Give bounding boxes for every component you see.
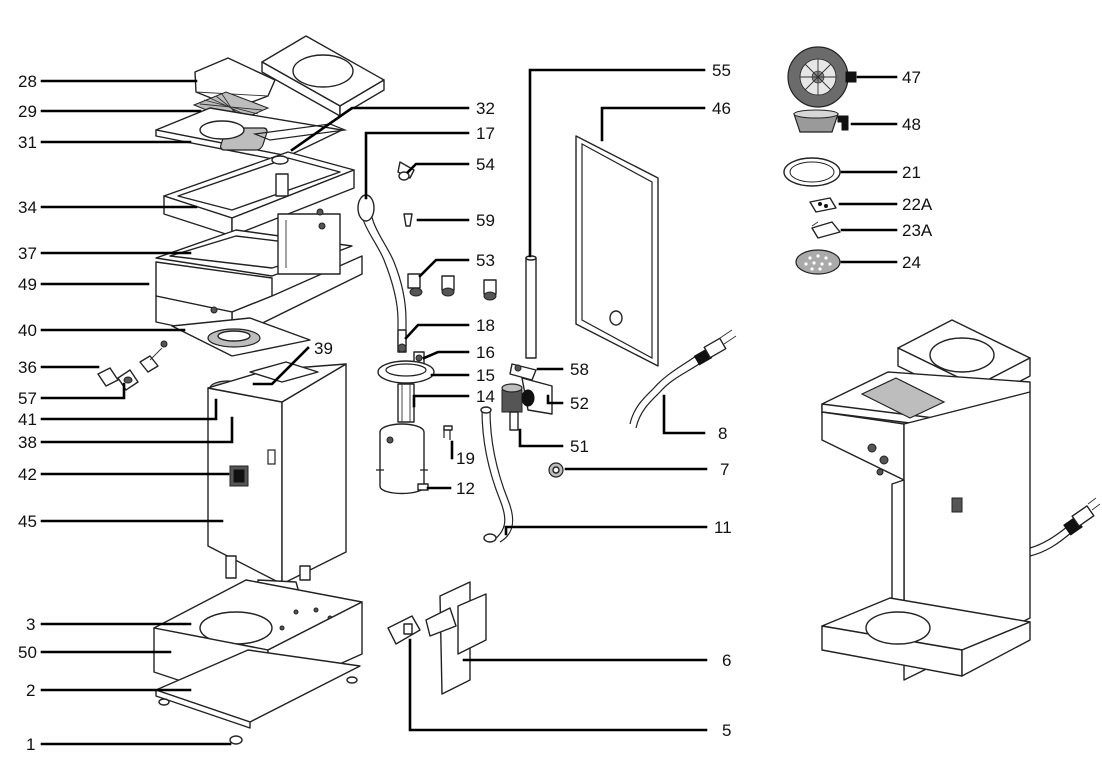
label-50: 50 bbox=[18, 643, 37, 662]
part-36-fitting bbox=[97, 340, 168, 387]
label-6: 6 bbox=[722, 651, 731, 670]
label-23A: 23A bbox=[902, 221, 933, 240]
part-8-power-cord bbox=[629, 329, 737, 429]
part-18-probe bbox=[397, 329, 407, 353]
part-42-switch bbox=[229, 465, 249, 487]
part-2-bottom-plate bbox=[155, 649, 361, 729]
part-5-bracket bbox=[387, 615, 421, 645]
label-28: 28 bbox=[18, 72, 37, 91]
label-41: 41 bbox=[18, 410, 37, 429]
part-17-tube bbox=[357, 194, 407, 346]
label-11: 11 bbox=[714, 518, 732, 537]
part-19-clip bbox=[443, 425, 453, 440]
part-57-fitting bbox=[117, 369, 139, 391]
label-34: 34 bbox=[18, 198, 37, 217]
label-17: 17 bbox=[476, 124, 495, 143]
part-45-cabinet bbox=[207, 363, 347, 585]
label-32: 32 bbox=[476, 99, 495, 118]
part-23A-sprayhead-part bbox=[811, 221, 841, 239]
warmer-top-plate bbox=[261, 35, 385, 117]
label-42: 42 bbox=[18, 465, 37, 484]
part-32-gasket bbox=[252, 123, 348, 141]
label-1: 1 bbox=[26, 735, 35, 754]
part-21-gasket-ring bbox=[783, 157, 841, 187]
part-51-valve bbox=[501, 383, 535, 431]
part-31-top-cover bbox=[155, 107, 343, 163]
part-15-tank-lid bbox=[377, 360, 435, 384]
label-12: 12 bbox=[456, 479, 475, 498]
part-12-tank bbox=[376, 423, 429, 495]
label-2: 2 bbox=[26, 681, 35, 700]
label-54: 54 bbox=[476, 155, 495, 174]
label-24: 24 bbox=[902, 253, 921, 272]
label-51: 51 bbox=[570, 437, 589, 456]
label-38: 38 bbox=[18, 433, 37, 452]
label-53: 53 bbox=[476, 251, 495, 270]
label-55: 55 bbox=[712, 61, 731, 80]
part-3-base-top bbox=[153, 579, 363, 651]
leader-lines bbox=[40, 68, 898, 746]
label-59: 59 bbox=[476, 211, 495, 230]
part-6-bracket bbox=[425, 581, 487, 695]
label-39: 39 bbox=[314, 339, 333, 358]
label-37: 37 bbox=[18, 244, 37, 263]
part-47-funnel bbox=[787, 46, 857, 108]
part-24-sprayhead bbox=[795, 249, 841, 275]
label-29: 29 bbox=[18, 102, 37, 121]
part-11-tube bbox=[480, 406, 514, 543]
label-40: 40 bbox=[18, 321, 37, 340]
part-49-tank bbox=[155, 208, 363, 339]
label-8: 8 bbox=[718, 424, 727, 443]
part-58-bracket bbox=[509, 363, 537, 381]
part-40-base-plate bbox=[171, 317, 311, 357]
label-58: 58 bbox=[570, 360, 589, 379]
label-31: 31 bbox=[18, 133, 37, 152]
part-22A-sprayhead-part bbox=[809, 197, 837, 213]
part-34-frame bbox=[163, 151, 355, 237]
assembled-brewer bbox=[821, 319, 1101, 681]
label-14: 14 bbox=[476, 387, 495, 406]
label-45: 45 bbox=[18, 512, 37, 531]
label-57: 57 bbox=[18, 389, 37, 408]
part-48-funnel-side bbox=[793, 109, 849, 133]
label-7: 7 bbox=[720, 460, 729, 479]
label-3: 3 bbox=[26, 615, 35, 634]
label-46: 46 bbox=[712, 99, 731, 118]
part-14-element bbox=[397, 383, 415, 423]
label-49: 49 bbox=[18, 275, 37, 294]
part-1-feet bbox=[158, 676, 358, 745]
part-labels: 28 29 31 34 37 49 40 36 57 41 38 42 45 3… bbox=[18, 61, 933, 754]
label-18: 18 bbox=[476, 316, 495, 335]
label-52: 52 bbox=[570, 394, 589, 413]
label-5: 5 bbox=[722, 721, 731, 740]
label-16: 16 bbox=[476, 343, 495, 362]
part-59-nozzle bbox=[403, 213, 413, 227]
label-36: 36 bbox=[18, 358, 37, 377]
part-55-tube bbox=[525, 255, 537, 359]
label-22A: 22A bbox=[902, 195, 933, 214]
part-46-back-panel bbox=[575, 135, 659, 367]
part-53-fittings bbox=[407, 273, 497, 301]
label-48: 48 bbox=[902, 115, 921, 134]
label-47: 47 bbox=[902, 68, 921, 87]
label-21: 21 bbox=[902, 163, 921, 182]
label-19: 19 bbox=[456, 449, 475, 468]
label-15: 15 bbox=[476, 366, 495, 385]
part-7-grommet bbox=[548, 462, 564, 478]
part-54-tube bbox=[397, 161, 415, 181]
